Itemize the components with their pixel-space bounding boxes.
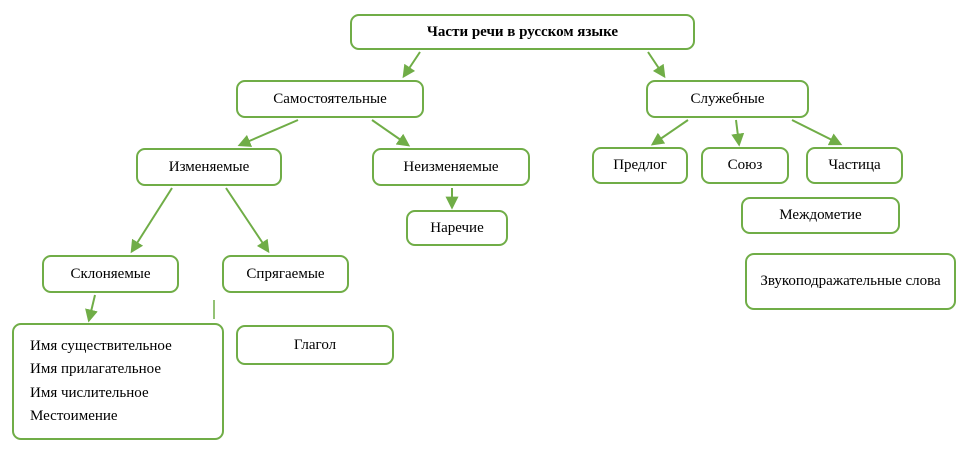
node-zvukopodrazhatelnye-slova-label: Звукоподражательные слова — [760, 273, 941, 290]
node-root-title: Части речи в русском языке — [350, 14, 695, 50]
node-predlog: Предлог — [592, 147, 688, 184]
node-glagol: Глагол — [236, 325, 394, 365]
node-sluzhebnye-label: Служебные — [690, 90, 765, 107]
arrow-izmen-to-sklonyaemye — [130, 187, 173, 254]
node-chastitsa: Частица — [806, 147, 903, 184]
node-soyuz: Союз — [701, 147, 789, 184]
node-glagol-label: Глагол — [293, 336, 337, 353]
node-samostoyatelnye: Самостоятельные — [236, 80, 424, 118]
node-spryagaemye-label: Спрягаемые — [246, 265, 325, 282]
arrow-sluzh-to-predlog — [650, 119, 689, 146]
node-sklonyaemye: Склоняемые — [42, 255, 179, 293]
node-predlog-label: Предлог — [613, 157, 667, 174]
arrow-sluzh-to-chastitsa — [791, 119, 843, 146]
node-sklonyaemye-label: Склоняемые — [70, 265, 151, 282]
arrow-samost-to-izmenyaemye — [237, 119, 299, 147]
node-narechie-label: Наречие — [430, 219, 484, 236]
arrow-root-to-samostoyatelnye — [402, 51, 421, 79]
list-item-imya-sushchestvitelnoe: Имя существительное — [30, 338, 172, 354]
node-mezhdometie: Междометие — [741, 197, 900, 234]
node-narechie: Наречие — [406, 210, 508, 246]
node-mezhdometie-label: Междометие — [779, 207, 862, 224]
node-neizmenyaemye-label: Неизменяемые — [403, 158, 499, 175]
node-neizmenyaemye: Неизменяемые — [372, 148, 530, 186]
arrow-root-to-sluzhebnye — [647, 51, 666, 79]
node-declinable-list: Имя существительное Имя прилагательное И… — [12, 323, 224, 440]
list-item-mestoimenie: Местоимение — [30, 407, 118, 424]
list-item-imya-chislitelnoe: Имя числительное — [30, 384, 149, 401]
arrow-sluzh-to-soyuz — [731, 119, 745, 147]
node-samostoyatelnye-label: Самостоятельные — [273, 90, 387, 107]
node-sluzhebnye: Служебные — [646, 80, 809, 118]
node-izmenyaemye: Изменяемые — [136, 148, 282, 186]
arrow-samost-to-neizmenyaemye — [371, 119, 411, 147]
arrow-sklon-to-list — [85, 294, 98, 323]
node-chastitsa-label: Частица — [828, 157, 881, 174]
node-izmenyaemye-label: Изменяемые — [168, 158, 250, 175]
list-item-imya-prilagatelnoe: Имя прилагательное — [30, 361, 162, 378]
node-soyuz-label: Союз — [727, 157, 763, 174]
node-root-label: Части речи в русском языке — [426, 23, 619, 40]
arrow-izmen-to-spryagaemye — [225, 187, 270, 254]
node-zvukopodrazhatelnye-slova: Звукоподражательные слова — [745, 253, 956, 310]
node-spryagaemye: Спрягаемые — [222, 255, 349, 293]
